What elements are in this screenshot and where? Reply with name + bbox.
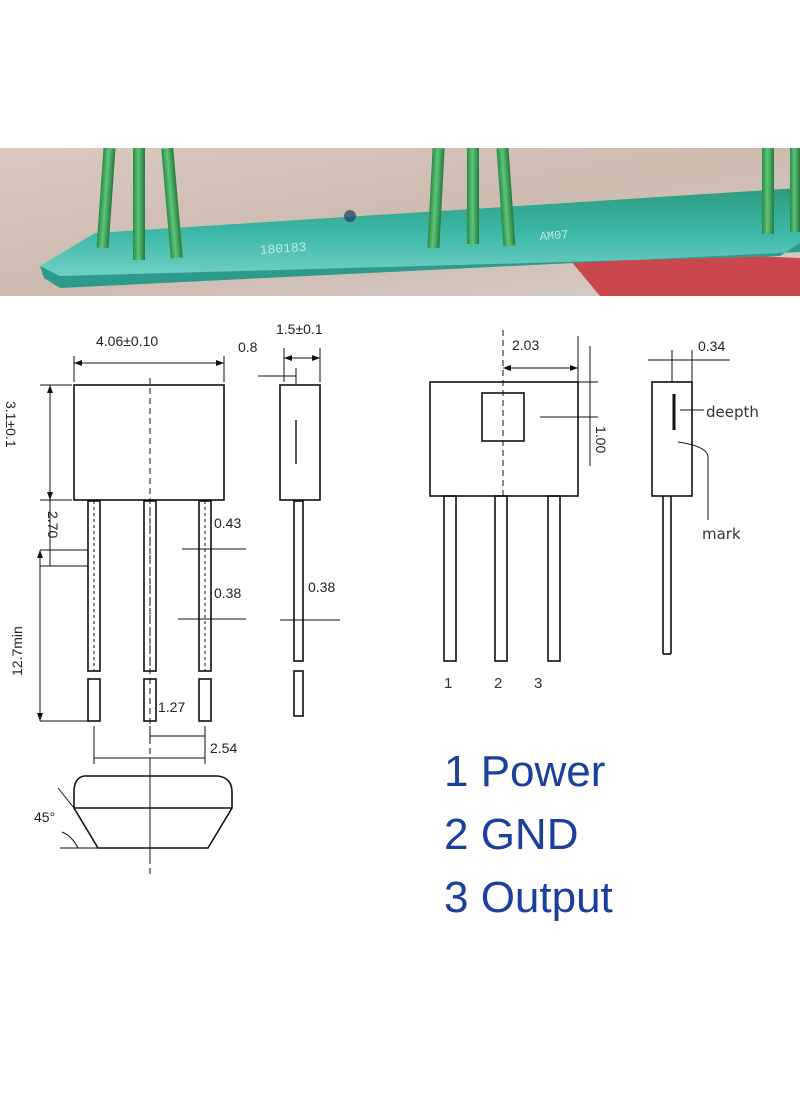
pcb-marking-2: AM07: [539, 228, 569, 244]
legend-gnd: 2 GND: [444, 810, 578, 859]
pin-number-1: 1: [444, 675, 452, 692]
side-lead-width-dimension: 0.38: [308, 579, 335, 595]
lead-width-top-dimension: 0.43: [214, 515, 241, 531]
pin-number-3: 3: [534, 675, 542, 692]
side-view-sensor: [648, 350, 730, 655]
pin-legend: 1 Power 2 GND 3 Output: [444, 747, 613, 922]
pitch-half-dimension: 1.27: [158, 699, 185, 715]
front-view: [39, 356, 246, 876]
lead-top-dimension: 2.70: [45, 511, 61, 538]
lead-length-dimension: 12.7min: [9, 626, 25, 676]
legend-power: 1 Power: [444, 747, 605, 796]
width-dimension: 4.06±0.10: [96, 333, 158, 349]
right-side-thickness-dimension: 0.34: [698, 338, 725, 354]
pin-number-2: 2: [494, 675, 502, 692]
lead-width-dimension: 0.38: [214, 585, 241, 601]
height-dimension: 3.1±0.1: [3, 401, 19, 448]
legend-output: 3 Output: [444, 873, 613, 922]
pcb-photo: 180183 AM07: [0, 148, 800, 296]
mark-label: mark: [702, 525, 741, 543]
pitch-dimension: 2.54: [210, 740, 237, 756]
dimension-drawing: 4.06±0.10 3.1±0.1 2.70 0.43 0.38 12.7min…: [3, 321, 759, 922]
sensor-depth-dimension: 1.00: [593, 426, 609, 453]
side-view: [258, 348, 340, 717]
chamfer-angle: 45°: [34, 809, 55, 825]
front-view-sensor: [429, 330, 598, 662]
sensor-lead-wires: [96, 148, 800, 260]
sensor-offset-dimension: 2.03: [512, 337, 539, 353]
pcb-board: [40, 188, 800, 276]
bottom-view: [57, 764, 233, 862]
side-lead-offset-dimension: 0.8: [238, 339, 258, 355]
depth-label: deepth: [706, 403, 759, 421]
side-thickness-dimension: 1.5±0.1: [276, 321, 323, 337]
pcb-marking-1: 180183: [259, 240, 307, 258]
